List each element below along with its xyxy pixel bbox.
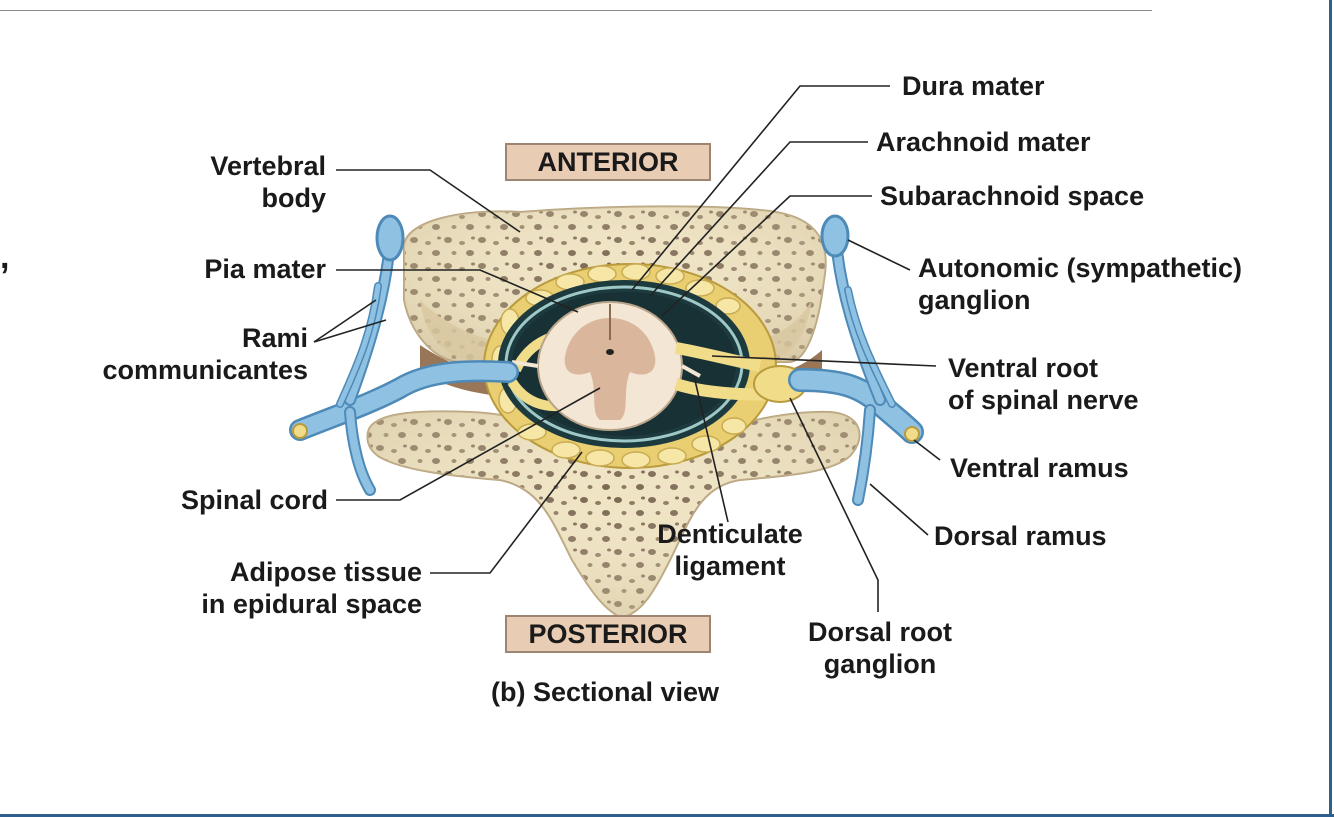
vertebral-body-label-line2: body xyxy=(261,183,327,213)
denticulate-ligament-label: Denticulate ligament xyxy=(640,518,820,582)
adipose-tissue-label-line1: Adipose tissue xyxy=(229,557,422,587)
subarachnoid-space-label: Subarachnoid space xyxy=(880,181,1145,211)
vertebral-body-label: Vertebral body xyxy=(150,150,326,214)
ventral-ramus-label: Ventral ramus xyxy=(950,453,1129,483)
adipose-tissue-label-line2: in epidural space xyxy=(201,589,422,619)
autonomic-ganglion-label-line2: ganglion xyxy=(918,285,1031,315)
left-denticulate-ligament xyxy=(511,360,539,368)
dura-mater-label: Dura mater xyxy=(902,71,1045,101)
figure-caption: (b) Sectional view xyxy=(490,677,720,707)
left-autonomic-ganglion xyxy=(375,214,405,262)
ventral-root-label-line2: of spinal nerve xyxy=(948,385,1139,415)
ventral-root-label: Ventral root of spinal nerve xyxy=(948,352,1139,416)
right-frame-border xyxy=(1329,0,1332,817)
arachnoid-mater-label: Arachnoid mater xyxy=(876,127,1091,157)
leader-lines xyxy=(313,85,941,612)
spinal-cord-label: Spinal cord xyxy=(180,485,328,515)
bottom-frame-border xyxy=(0,814,1334,817)
left-nerve-cut-end xyxy=(292,423,308,439)
pia-mater-label: Pia mater xyxy=(204,254,326,284)
stray-punctuation-mark: , xyxy=(0,238,10,276)
rami-communicantes-label: Rami communicantes xyxy=(60,322,308,386)
autonomic-ganglion-label: Autonomic (sympathetic) ganglion xyxy=(918,252,1242,316)
rami-communicantes-label-line1: Rami xyxy=(241,323,308,353)
right-nerve-cut-end xyxy=(904,426,920,442)
right-autonomic-ganglion xyxy=(820,214,850,258)
denticulate-ligament-label-line2: ligament xyxy=(674,551,786,581)
right-spinal-nerve xyxy=(788,234,924,506)
dorsal-root-ganglion-label-line2: ganglion xyxy=(823,649,937,679)
posterior-label-box: POSTERIOR xyxy=(505,615,711,653)
dorsal-root-ganglion-label-line1: Dorsal root xyxy=(807,617,953,647)
denticulate-ligament-label-line1: Denticulate xyxy=(657,519,803,549)
dorsal-root-ganglion-label: Dorsal root ganglion xyxy=(790,616,970,680)
right-denticulate-ligament xyxy=(681,364,701,378)
vertebral-body-label-line1: Vertebral xyxy=(210,151,326,181)
ventral-root-label-line1: Ventral root xyxy=(948,353,1099,383)
top-divider-line xyxy=(0,10,1152,11)
anterior-label-box: ANTERIOR xyxy=(505,143,711,181)
adipose-tissue-label: Adipose tissue in epidural space xyxy=(150,556,422,620)
autonomic-ganglion-label-line1: Autonomic (sympathetic) xyxy=(918,253,1243,283)
rami-communicantes-label-line2: communicantes xyxy=(102,355,308,385)
dorsal-ramus-label: Dorsal ramus xyxy=(934,521,1107,551)
